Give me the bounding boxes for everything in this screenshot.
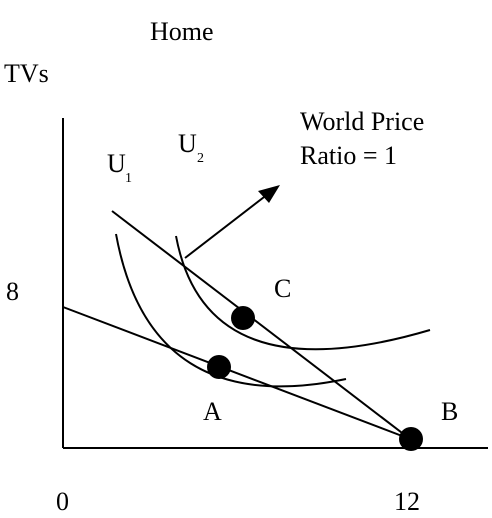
y-tick-8: 8 (6, 277, 19, 306)
diagram-title: Home (150, 17, 214, 46)
x-tick-0: 0 (56, 487, 69, 516)
indifference-curve-u2 (175, 235, 431, 351)
x-tick-12: 12 (394, 487, 420, 516)
u2-label: U (178, 129, 197, 158)
point-b-marker (399, 427, 423, 451)
indifference-curve-u1 (115, 233, 347, 388)
u1-label: U (107, 149, 126, 178)
u2-subscript: 2 (197, 151, 204, 166)
world-price-line (111, 210, 411, 440)
point-b-label: B (441, 397, 458, 426)
world-price-label-line2: Ratio = 1 (300, 141, 397, 170)
point-c-marker (231, 306, 255, 330)
point-a-label: A (203, 397, 222, 426)
outward-shift-arrow (184, 193, 269, 259)
y-axis-label: TVs (4, 59, 49, 88)
u1-subscript: 1 (125, 171, 132, 186)
arrow-head-icon (258, 185, 280, 203)
home-price-line (62, 306, 411, 440)
point-a-marker (207, 355, 231, 379)
point-c-label: C (274, 274, 291, 303)
world-price-label-line1: World Price (300, 107, 424, 136)
